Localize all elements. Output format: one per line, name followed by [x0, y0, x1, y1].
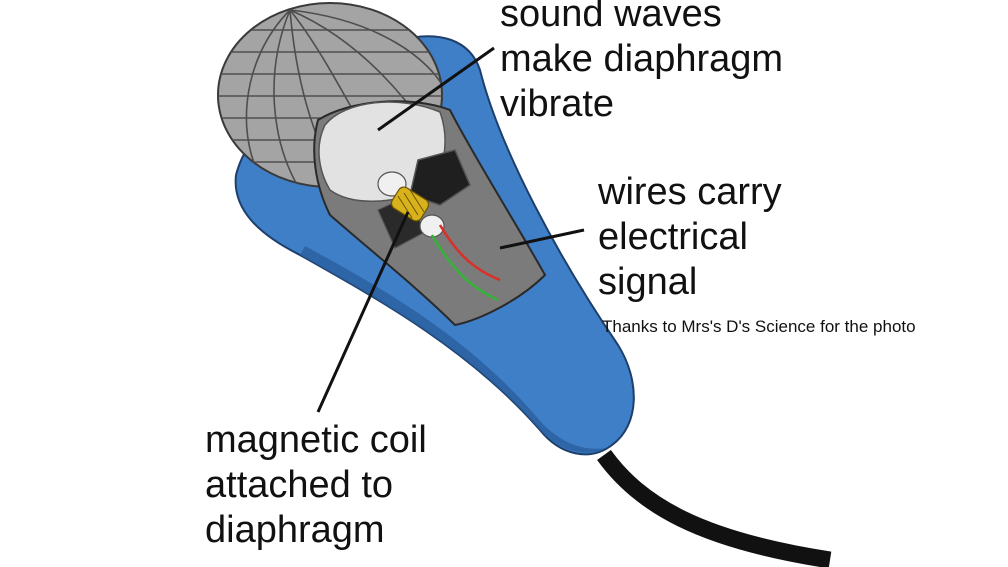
wire-green — [430, 234, 499, 302]
magnet-housing — [409, 149, 471, 206]
pointer-sound-waves — [377, 46, 495, 132]
wire-red — [438, 224, 501, 282]
label-magnetic-coil: magnetic coil attached to diaphragm — [205, 419, 427, 551]
pointer-coil — [316, 211, 410, 413]
label-sound-waves: sound waves make diaphragm vibrate — [500, 0, 784, 125]
pointer-wires — [499, 228, 585, 250]
cable — [597, 449, 832, 567]
photo-credit: Thanks to Mrs's D's Science for the phot… — [602, 317, 916, 336]
handle-shadow — [300, 246, 606, 453]
label-wires-signal: wires carry electrical signal — [598, 171, 782, 303]
